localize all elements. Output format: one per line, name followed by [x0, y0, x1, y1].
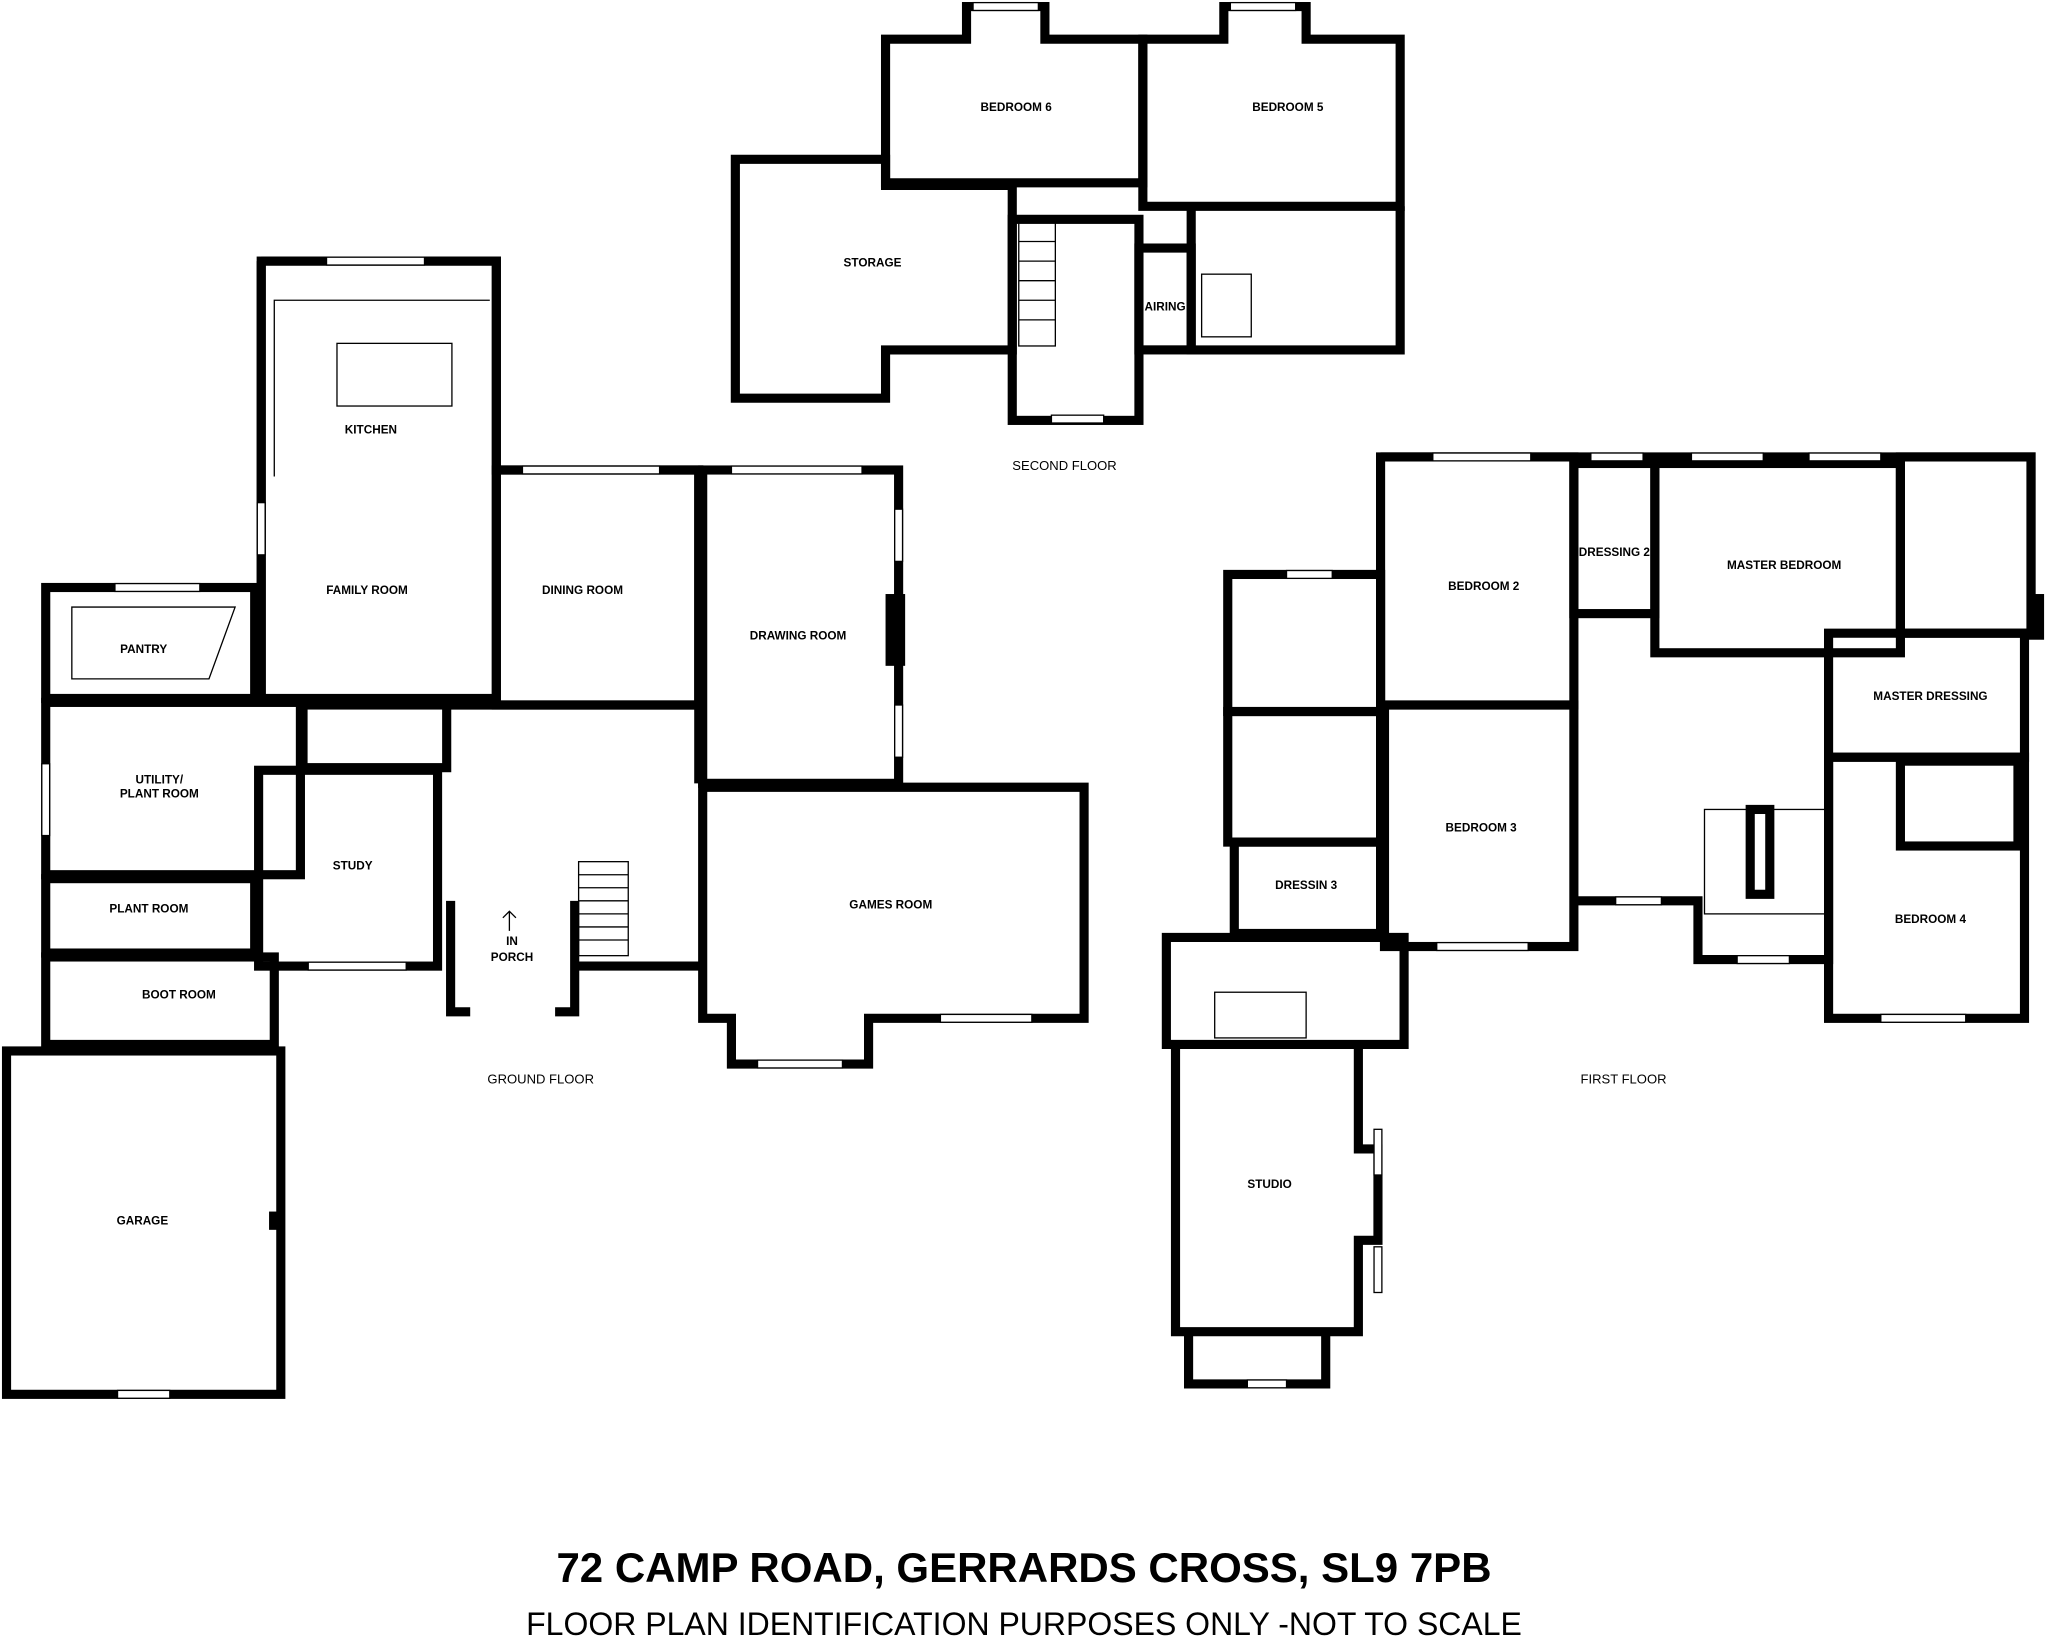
- bathroom-2-walls: [1223, 569, 1386, 717]
- room-label-bedroom-5: BEDROOM 5: [1252, 101, 1324, 114]
- room-label-utility-plant: PLANT ROOM: [120, 788, 199, 801]
- master-bedroom-walls: [1650, 458, 1905, 658]
- bedroom-4-walls: [1824, 752, 2030, 1023]
- storage-walls: [730, 154, 1017, 403]
- room-label-dressin-3: DRESSIN 3: [1275, 879, 1338, 892]
- kitchen-family-walls: [256, 256, 501, 704]
- floor-label-first: FIRST FLOOR: [1580, 1072, 1666, 1087]
- room-label-games-room: GAMES ROOM: [849, 899, 932, 912]
- porch-in-label: IN: [506, 935, 518, 948]
- ground-stairs: [577, 861, 629, 957]
- second-floor-plan: [730, 1, 1405, 425]
- room-label-master-dressing: MASTER DRESSING: [1873, 690, 1987, 703]
- bathroom-3-walls: [1223, 706, 1386, 847]
- dressing-2-walls: [1569, 458, 1660, 619]
- room-label-bedroom-6: BEDROOM 6: [981, 101, 1053, 114]
- room-label-studio: STUDIO: [1247, 1178, 1291, 1191]
- boot-room-walls: [41, 952, 279, 1050]
- ground-floor-plan: [1, 256, 1089, 1399]
- bedroom-5-walls: [1138, 1, 1405, 211]
- room-label-plant-room: PLANT ROOM: [109, 903, 188, 916]
- property-address-title: 72 CAMP ROAD, GERRARDS CROSS, SL9 7PB: [556, 1544, 1492, 1591]
- shower-walls: [1184, 1331, 1331, 1389]
- airing-walls: [1134, 243, 1196, 355]
- bedroom-6-walls: [880, 1, 1148, 188]
- plant-room-walls: [41, 874, 260, 958]
- room-label-master-bedroom: MASTER BEDROOM: [1727, 559, 1841, 572]
- room-label-porch: PORCH: [491, 951, 533, 964]
- room-label-bedroom-2: BEDROOM 2: [1448, 580, 1520, 593]
- room-label-dining-room: DINING ROOM: [542, 584, 623, 597]
- room-label-storage: STORAGE: [844, 256, 902, 269]
- room-label-boot-room: BOOT ROOM: [142, 989, 216, 1002]
- kitchen-island: [336, 342, 453, 407]
- room-label-family-room: FAMILY ROOM: [326, 584, 408, 597]
- room-label-drawing-room: DRAWING ROOM: [750, 630, 847, 643]
- room-label-study: STUDY: [333, 860, 373, 873]
- games-walls: [698, 782, 1089, 1069]
- master-ensuite-walls: [1895, 452, 2036, 638]
- room-label-airing: AIRING: [1144, 301, 1185, 314]
- floor-label-ground: GROUND FLOOR: [487, 1072, 594, 1087]
- room-label-garage: GARAGE: [117, 1215, 169, 1228]
- floor-label-second: SECOND FLOOR: [1012, 458, 1116, 473]
- room-label-utility: UTILITY/: [136, 773, 184, 786]
- landing-walls: [1573, 757, 1834, 965]
- room-label-bedroom-4: BEDROOM 4: [1895, 913, 1967, 926]
- room-label-kitchen: KITCHEN: [345, 423, 397, 436]
- wc-walls: [298, 700, 452, 773]
- studio-walls: [1170, 1044, 1383, 1337]
- first-floor-plan: [1161, 452, 2045, 1389]
- room-label-pantry: PANTRY: [120, 643, 167, 656]
- drawing-walls: [698, 465, 904, 788]
- bathroom-4-walls: [1895, 756, 2023, 851]
- room-label-dressing-2: DRESSING 2: [1579, 546, 1651, 559]
- lower-stair-walls: [1161, 932, 1409, 1050]
- disclaimer-subtitle: FLOOR PLAN IDENTIFICATION PURPOSES ONLY …: [526, 1606, 1522, 1642]
- room-label-bedroom-3: BEDROOM 3: [1446, 822, 1518, 835]
